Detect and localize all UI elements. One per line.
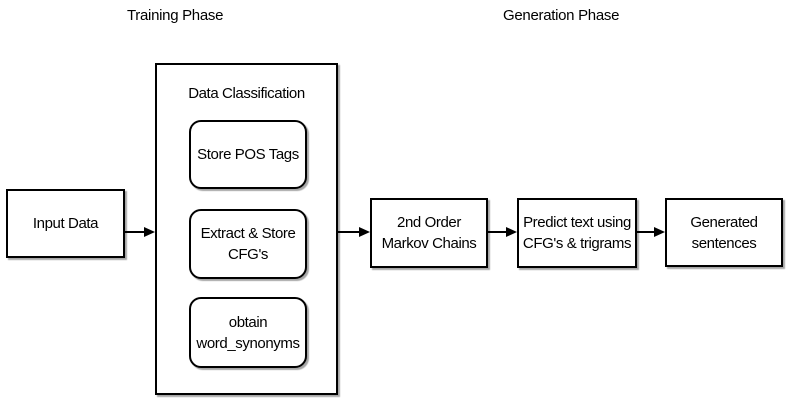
input-data-node: Input Data [6, 189, 125, 258]
data-classification-title: Data Classification [188, 85, 305, 102]
obtain-word-synonyms-node: obtain word_synonyms [189, 297, 307, 368]
arrow-input-to-classification [125, 231, 144, 233]
generation-phase-label: Generation Phase [503, 7, 620, 24]
predict-text-node: Predict text using CFG's & trigrams [517, 198, 637, 268]
predict-text-label: Predict text using CFG's & trigrams [522, 214, 632, 252]
markov-chains-node: 2nd Order Markov Chains [370, 198, 488, 268]
input-data-label: Input Data [32, 215, 99, 232]
extract-store-cfgs-node: Extract & Store CFG's [189, 209, 307, 279]
training-phase-label: Training Phase [127, 7, 224, 24]
arrow-markov-to-predict [488, 231, 506, 233]
arrow-predict-to-generated [637, 231, 654, 233]
generated-sentences-node: Generated sentences [665, 198, 783, 267]
store-pos-tags-node: Store POS Tags [189, 120, 307, 189]
generated-sentences-label: Generated sentences [690, 213, 758, 252]
store-pos-tags-label: Store POS Tags [197, 146, 299, 163]
data-classification-container: Data Classification Store POS Tags Extra… [155, 63, 338, 395]
obtain-word-synonyms-label: obtain word_synonyms [196, 313, 300, 352]
markov-chains-label: 2nd Order Markov Chains [381, 214, 477, 252]
arrow-classification-to-markov [338, 231, 359, 233]
extract-store-cfgs-label: Extract & Store CFG's [200, 225, 296, 263]
